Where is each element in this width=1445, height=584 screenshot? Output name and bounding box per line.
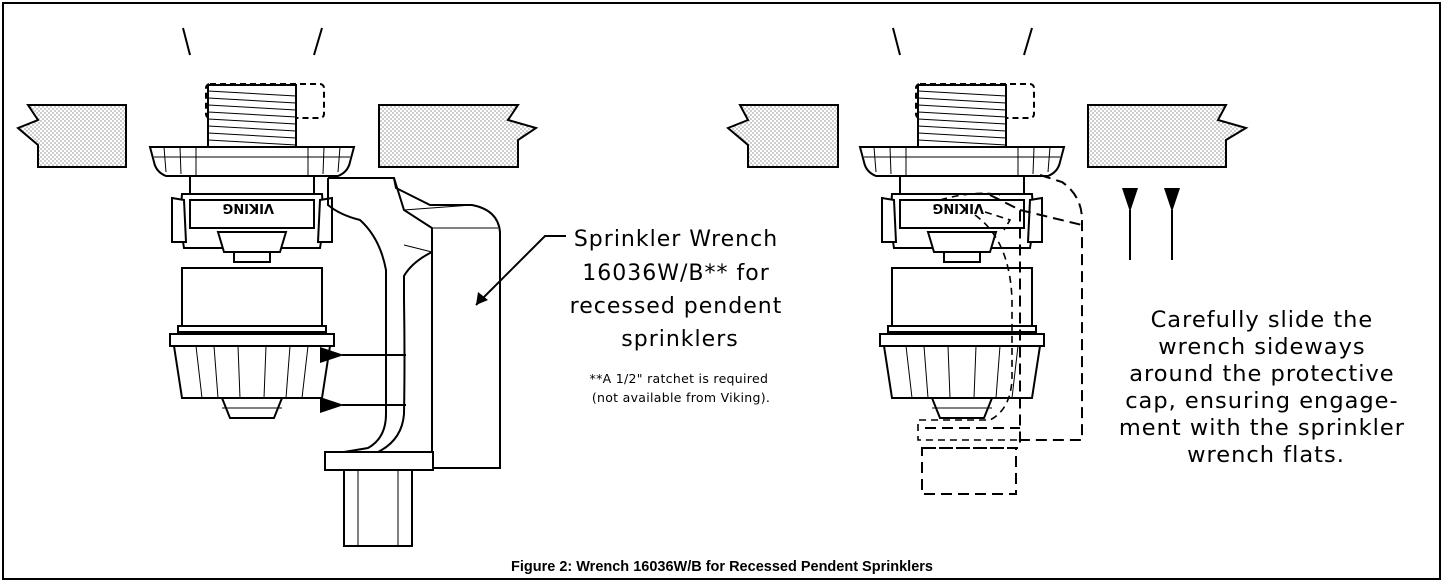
- sprinkler-right: [859, 84, 1065, 419]
- ratchet-note: **A 1/2" ratchet is required (not availa…: [590, 371, 773, 405]
- sprinkler-left: [149, 84, 355, 419]
- right-panel: VIKING Carefully slide the wrench sidewa…: [726, 27, 1413, 495]
- brand-mark-right: VIKING: [933, 200, 984, 215]
- figure-caption: Figure 2: Wrench 16036W/B for Recessed P…: [511, 559, 933, 575]
- ceiling-left-2: [726, 104, 839, 168]
- ceiling-right: [378, 104, 539, 168]
- callout-leader: [475, 235, 566, 306]
- sprinkler-wrench: [324, 177, 501, 547]
- ceiling-left: [16, 104, 127, 168]
- ceiling-right-2: [1087, 104, 1249, 168]
- brand-mark-left: VIKING: [223, 200, 274, 215]
- instruction-text: Carefully slide the wrench sideways arou…: [1119, 307, 1413, 468]
- wrench-dashed-outline: [917, 174, 1083, 495]
- callout-text: Sprinkler Wrench 16036W/B** for recessed…: [570, 227, 791, 352]
- left-panel: VIKING Sprinkler Wrench 16036W/B** for r…: [16, 27, 791, 547]
